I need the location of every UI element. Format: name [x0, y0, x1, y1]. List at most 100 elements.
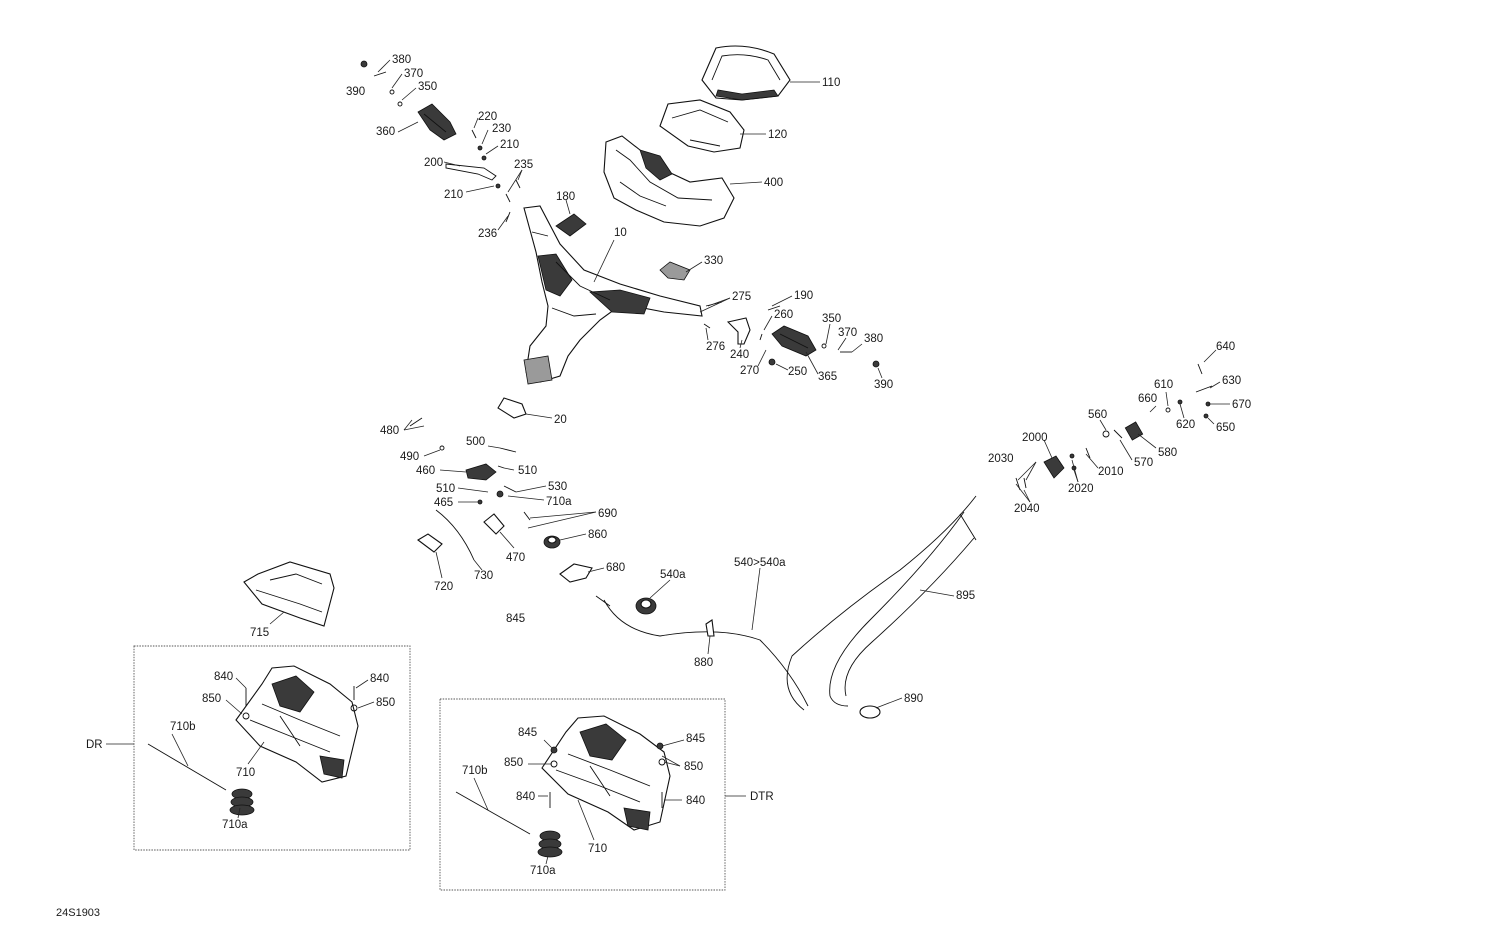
callout-540-540a: 540>540a	[734, 557, 786, 569]
part-895-hose	[829, 511, 977, 707]
callout-360: 360	[376, 126, 395, 138]
callout-640: 640	[1216, 341, 1235, 353]
callout-490: 490	[400, 451, 419, 463]
part-365-grip	[771, 325, 817, 357]
hardware-small-parts	[360, 60, 1213, 607]
callout-480: 480	[380, 425, 399, 437]
callout-510-a: 510	[518, 465, 537, 477]
callout-2010: 2010	[1098, 466, 1124, 478]
callout-330: 330	[704, 255, 723, 267]
part-20-clamp	[497, 397, 527, 419]
callout-2020: 2020	[1068, 483, 1094, 495]
dtr-callout-850-a: 850	[504, 757, 523, 769]
part-580-connector	[1124, 421, 1144, 441]
dr-callout-710b: 710b	[170, 721, 196, 733]
callout-890: 890	[904, 693, 923, 705]
part-720-bracket	[417, 533, 443, 553]
part-460-clamp	[465, 463, 497, 481]
callout-660: 660	[1138, 393, 1157, 405]
callout-560: 560	[1088, 409, 1107, 421]
dtr-bellows	[537, 830, 563, 858]
callout-540a: 540a	[660, 569, 686, 581]
part-10-handlebar	[523, 205, 703, 385]
callout-610: 610	[1154, 379, 1173, 391]
callout-620: 620	[1176, 419, 1195, 431]
callout-276: 276	[706, 341, 725, 353]
dr-callout-850-a: 850	[202, 693, 221, 705]
callout-845-top: 845	[506, 613, 525, 625]
callout-210-b: 210	[444, 189, 463, 201]
part-2000-switch	[1043, 455, 1065, 479]
callout-650: 650	[1216, 422, 1235, 434]
dr-label: DR	[86, 739, 103, 751]
callout-380-a: 380	[392, 54, 411, 66]
dr-detail-box: DR 840 840 850 850 710b 710 710a	[86, 645, 411, 851]
callout-470: 470	[506, 552, 525, 564]
callout-260: 260	[774, 309, 793, 321]
part-860-grommet	[543, 535, 561, 549]
part-680-bracket	[559, 563, 593, 583]
dtr-callout-850-b: 850	[684, 761, 703, 773]
diagram-code: 24S1903	[56, 907, 100, 919]
callout-275: 275	[732, 291, 751, 303]
dr-callout-710a: 710a	[222, 819, 248, 831]
part-330-bracket	[659, 261, 691, 281]
callout-860: 860	[588, 529, 607, 541]
callout-690: 690	[598, 508, 617, 520]
callout-236: 236	[478, 228, 497, 240]
callout-390-a: 390	[346, 86, 365, 98]
callout-110: 110	[822, 77, 840, 89]
part-switch-cable	[786, 495, 977, 711]
callout-390-b: 390	[874, 379, 893, 391]
callout-680: 680	[606, 562, 625, 574]
dtr-callout-845-b: 845	[686, 733, 705, 745]
dtr-callout-710: 710	[588, 843, 607, 855]
dr-callout-840-b: 840	[370, 673, 389, 685]
dr-bellows	[229, 788, 255, 816]
dtr-rod	[455, 791, 531, 835]
callout-365: 365	[818, 371, 837, 383]
callout-580: 580	[1158, 447, 1177, 459]
dr-callout-840-a: 840	[214, 671, 233, 683]
callout-2030: 2030	[988, 453, 1014, 465]
callout-715: 715	[250, 627, 269, 639]
part-540-cable	[603, 599, 809, 707]
callout-370-b: 370	[838, 327, 857, 339]
dtr-callout-840-a: 840	[516, 791, 535, 803]
callout-240: 240	[730, 349, 749, 361]
dr-callout-850-b: 850	[376, 697, 395, 709]
callout-510-b: 510	[436, 483, 455, 495]
dtr-callout-845-a: 845	[518, 727, 537, 739]
dtr-callout-710b: 710b	[462, 765, 488, 777]
dtr-callout-710a: 710a	[530, 865, 556, 877]
callout-880: 880	[694, 657, 713, 669]
callout-270: 270	[740, 365, 759, 377]
callout-380-b: 380	[864, 333, 883, 345]
part-120-panel	[659, 99, 745, 153]
callout-220: 220	[478, 111, 497, 123]
part-200-lever	[445, 163, 497, 181]
callout-180: 180	[556, 191, 575, 203]
part-730-cable	[435, 509, 475, 561]
dtr-callout-840-b: 840	[686, 795, 705, 807]
callout-530: 530	[548, 481, 567, 493]
part-110-cover	[701, 45, 791, 101]
callout-370-a: 370	[404, 68, 423, 80]
callout-730: 730	[474, 570, 493, 582]
callout-500: 500	[466, 436, 485, 448]
callout-2000: 2000	[1022, 432, 1048, 444]
dtr-skid-plate	[541, 715, 671, 831]
callout-10: 10	[614, 227, 627, 239]
callout-400: 400	[764, 177, 783, 189]
callout-200: 200	[424, 157, 443, 169]
part-180-clip	[555, 213, 587, 237]
callout-210-a: 210	[500, 139, 519, 151]
callout-235: 235	[514, 159, 533, 171]
part-715-deflector	[243, 561, 335, 627]
callout-630: 630	[1222, 375, 1241, 387]
callout-350-b: 350	[822, 313, 841, 325]
dtr-label: DTR	[750, 791, 774, 803]
part-890-cap	[859, 705, 881, 719]
callout-2040: 2040	[1014, 503, 1040, 515]
callout-20: 20	[554, 414, 567, 426]
